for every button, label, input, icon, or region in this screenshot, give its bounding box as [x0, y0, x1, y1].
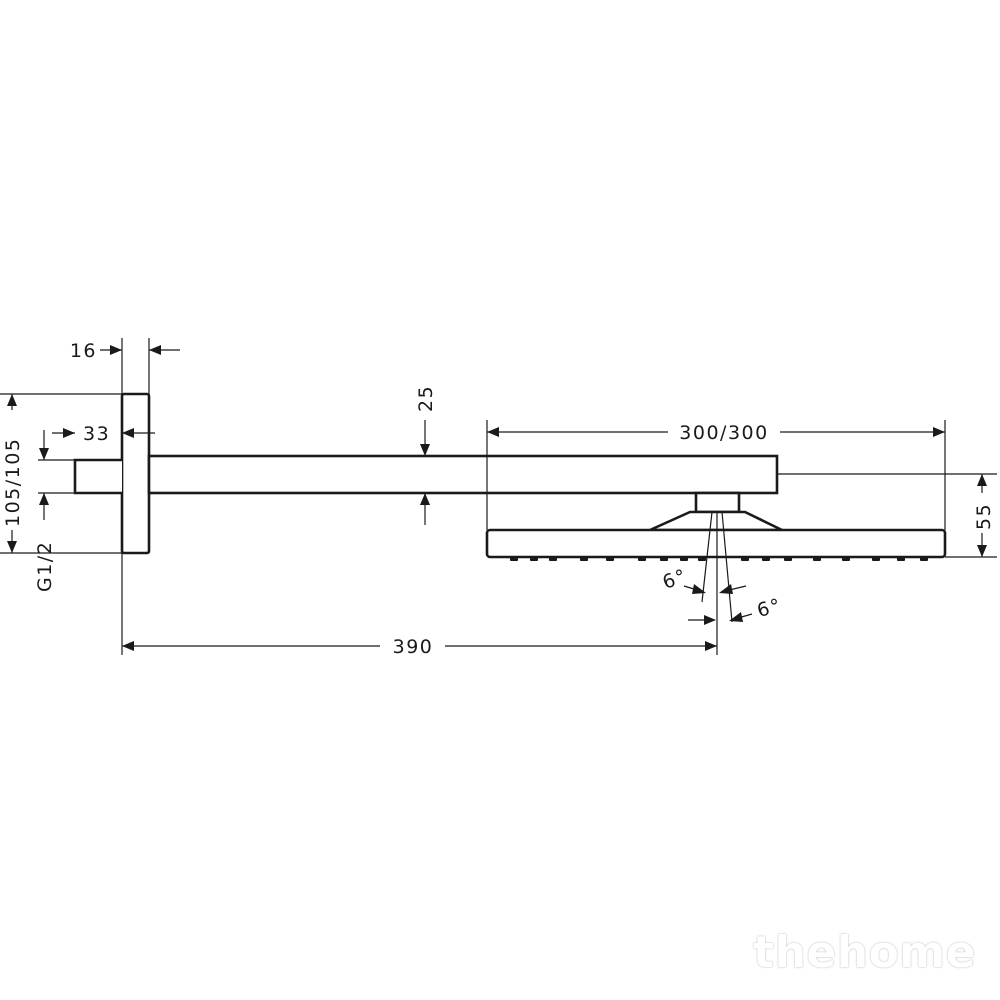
dim-tilt-right: 6° — [688, 594, 784, 625]
dim-projection-label: 390 — [393, 636, 434, 658]
dim-pipe-offset-label: 33 — [83, 423, 110, 445]
dim-projection: 390 — [122, 636, 717, 658]
shower-head — [485, 528, 947, 559]
dim-head-size: 300/300 — [487, 422, 945, 444]
dim-head-height-label: 55 — [973, 503, 995, 530]
dim-flange-thickness-label: 16 — [70, 340, 97, 362]
extension-lines — [0, 338, 997, 655]
dim-thread-label: G1/2 — [34, 541, 56, 592]
dim-pipe-offset: 33 — [52, 423, 155, 445]
watermark-logo: thehome — [753, 927, 976, 978]
dim-thread: G1/2 — [34, 430, 56, 592]
shower-arm — [147, 454, 779, 495]
wall-flange — [120, 392, 151, 555]
dim-arm-height-label: 25 — [415, 385, 437, 412]
dim-flange-thickness: 16 — [70, 340, 180, 362]
swivel-joint — [694, 491, 741, 514]
dim-head-height: 55 — [973, 474, 995, 557]
nozzle-row — [510, 557, 928, 561]
thread-connection — [73, 458, 122, 495]
dim-flange-size-label: 105/105 — [2, 438, 24, 527]
head-dome — [649, 510, 783, 532]
dim-arm-height: 25 — [415, 385, 437, 525]
dim-head-size-label: 300/300 — [679, 422, 768, 444]
dim-tilt-right-label: 6° — [755, 594, 784, 622]
dim-flange-size: 105/105 — [2, 394, 24, 553]
dim-tilt-left-label: 6° — [660, 565, 691, 594]
